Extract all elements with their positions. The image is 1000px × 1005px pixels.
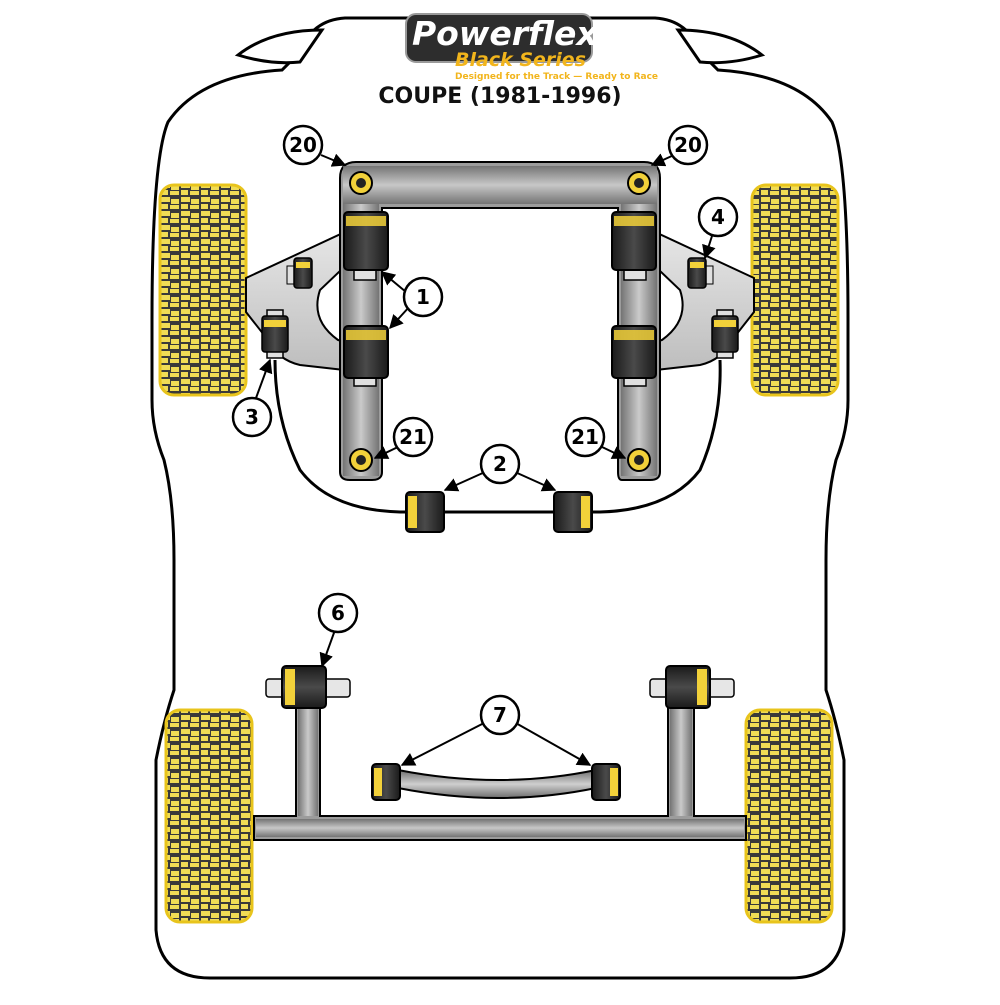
powerflex-logo: Powerflex Black Series Designed for the … xyxy=(405,13,658,82)
drop-link-bush-left xyxy=(261,309,289,359)
wishbone-bush-left-lower xyxy=(343,325,389,387)
leader-lines xyxy=(255,153,716,766)
callout-6: 6 xyxy=(317,592,359,634)
callout-21-left: 21 xyxy=(392,416,434,458)
callout-2-label: 2 xyxy=(493,452,507,476)
callout-6-label: 6 xyxy=(331,601,345,625)
rear-arm-bush-left xyxy=(265,665,351,709)
front-right-tyre xyxy=(750,183,840,397)
callout-21-right: 21 xyxy=(564,416,606,458)
bolt-hole xyxy=(356,455,366,465)
callout-21-left-label: 21 xyxy=(399,425,427,449)
front-left-tyre xyxy=(158,183,248,397)
callout-4: 4 xyxy=(697,196,739,238)
callout-20-left-label: 20 xyxy=(289,133,317,157)
logo-series: Black Series xyxy=(455,49,586,71)
bolt-hole xyxy=(634,178,644,188)
wishbone-bush-right-lower xyxy=(611,325,657,387)
callout-3-label: 3 xyxy=(245,405,259,429)
cross-link-bush-right xyxy=(591,763,621,801)
wishbone-bush-right-upper xyxy=(611,211,657,281)
callout-4-label: 4 xyxy=(711,205,725,229)
callout-1-label: 1 xyxy=(416,285,430,309)
rear-axle xyxy=(253,699,747,841)
bolt-hole xyxy=(356,178,366,188)
rear-right-tyre xyxy=(744,708,834,924)
callout-20-right-label: 20 xyxy=(674,133,702,157)
callout-21-right-label: 21 xyxy=(571,425,599,449)
rear-left-tyre xyxy=(164,708,254,924)
logo-tagline: Designed for the Track — Ready to Race xyxy=(455,72,658,82)
outer-bush-left-4 xyxy=(286,257,313,289)
logo-brand: Powerflex xyxy=(412,14,599,53)
callout-1: 1 xyxy=(402,276,444,318)
callout-7: 7 xyxy=(479,694,521,736)
arb-bush-left xyxy=(405,491,445,533)
arb-bush-right xyxy=(553,491,593,533)
bolt-hole xyxy=(634,455,644,465)
callout-3: 3 xyxy=(231,396,273,438)
model-title: COUPE (1981-1996) xyxy=(378,84,621,109)
rear-arm-bush-right xyxy=(649,665,735,709)
callout-7-label: 7 xyxy=(493,703,507,727)
drop-link-bush-right xyxy=(711,309,739,359)
anti-roll-bar xyxy=(273,359,722,514)
cross-link-bush-left xyxy=(371,763,401,801)
callout-2: 2 xyxy=(479,443,521,485)
wishbone-bush-left-upper xyxy=(343,211,389,281)
outer-bush-right-4 xyxy=(687,257,714,289)
callout-20-left: 20 xyxy=(282,124,324,166)
callout-20-right: 20 xyxy=(667,124,709,166)
